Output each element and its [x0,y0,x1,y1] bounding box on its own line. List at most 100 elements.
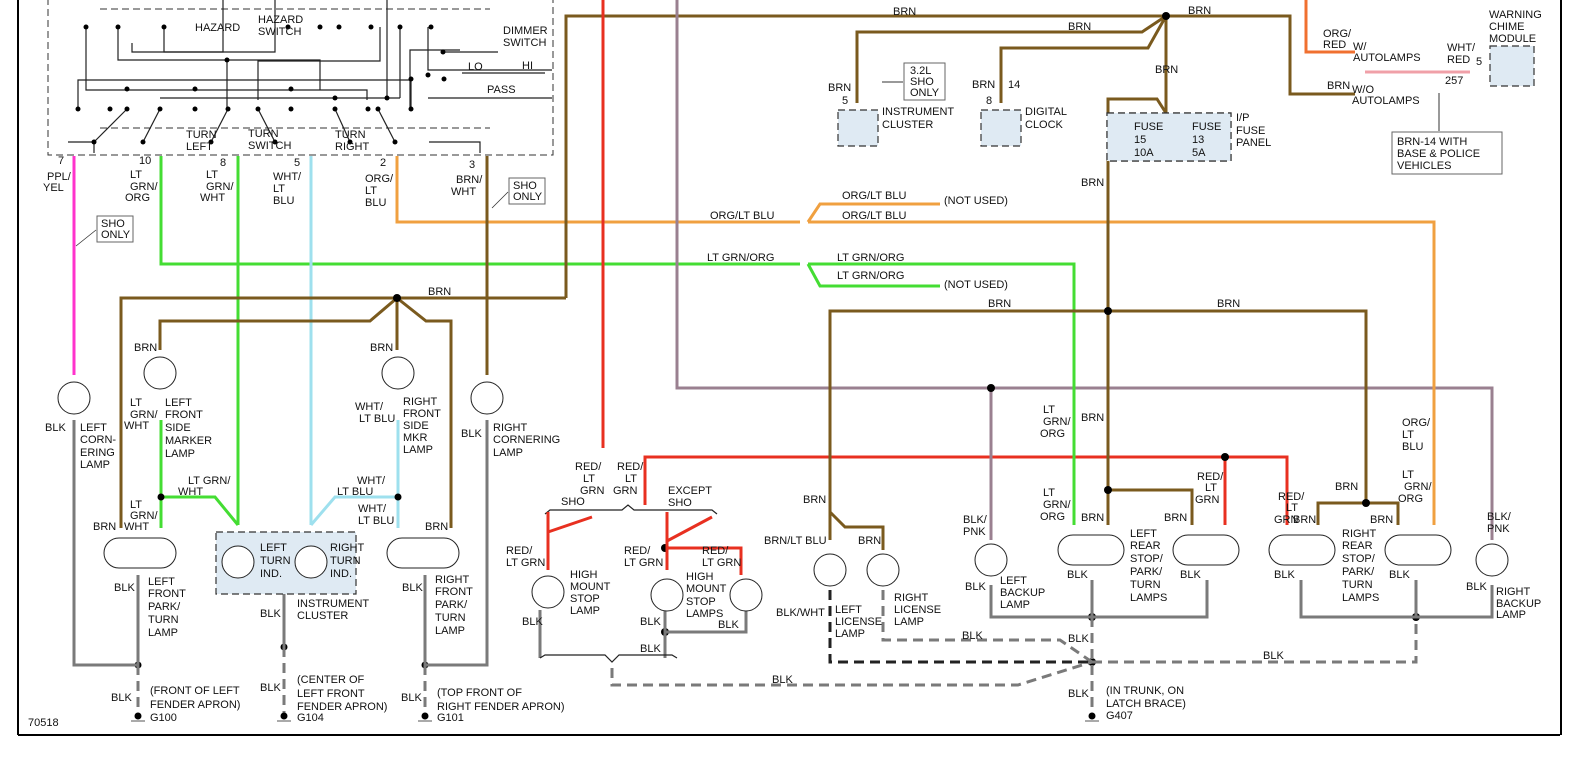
left-cornering-lamp: BLK LEFT CORN- ERING LAMP [45,381,116,471]
instrument-cluster-turn-indicators: LEFT TURN IND. RIGHT TURN IND. INSTRUMEN… [215,531,369,622]
note-sho-only-left: SHO ONLY [75,215,134,247]
label: 8 [986,95,992,107]
label: CHIME [1489,21,1524,33]
label: RED [1447,54,1470,66]
label: LT [1043,487,1055,499]
right-cornering-lamp: BLK RIGHT CORNERING LAMP [461,381,560,459]
label: GRN/ [1404,481,1432,493]
pin-2-wire-1: ORG/ [365,173,394,185]
right-rear-stop-park-turn-lamps: RED/ LT GRN BRN BRN BRN ORG/ LT BLU LT G… [1268,417,1452,604]
turn-switch-label-2: SWITCH [248,140,291,152]
label: TURN [330,555,361,567]
label: LT [130,499,142,511]
pin-7-wire-1: PPL/ [47,171,72,183]
pin-5-wire-2: LT [273,183,285,195]
left-front-side-marker-lamp: BRN LT GRN/ WHT LEFT FRONT SIDE MARKER L… [124,342,212,460]
label: BACKUP [1496,598,1541,610]
label: ORG/ [1323,28,1352,40]
label: ORG/LT BLU [842,210,906,222]
turn-right-label-1: TURN [335,129,366,141]
label: RED/ [702,545,729,557]
label: I/P [1236,112,1249,124]
label: BLK [965,581,986,593]
label: EXCEPT [668,485,712,497]
wire-brn-left-rear [1108,488,1194,525]
label: BLK [772,674,793,686]
label: STOP [570,593,600,605]
wire-brn-front-left [119,296,566,528]
label: BRN [1370,514,1393,526]
high-mount-stop-lamps: RED/ LT GRN RED/ LT GRN SHO EXCEPT SHO R… [506,461,763,655]
label: PARK/ [435,599,468,611]
label: BLK/ [1487,511,1512,523]
right-front-side-marker-lamp: BRN WHT/ LT BLU RIGHT FRONT SIDE MKR LAM… [355,342,441,456]
wire-lt-grn-org [159,156,800,266]
label: BRN [828,82,851,94]
note-sho-only-right: SHO ONLY [491,177,546,209]
ground-id: G407 [1106,710,1133,722]
label: INSTRUMENT [297,598,369,610]
ground-g104: BLK (CENTER OF LEFT FRONT FENDER APRON) … [260,674,387,724]
label: RIGHT [894,592,929,604]
label: RED/ [617,461,644,473]
label: BLK/WHT [776,607,825,619]
hazard-switch-label-2: SWITCH [258,26,301,38]
label: FRONT [148,588,186,600]
label: LAMP [570,605,600,617]
note-text: SHO [513,180,537,192]
label: ORG/ [1402,417,1431,429]
label: LAMP [165,448,195,460]
wire-lt-grn-org-rear [808,262,1076,525]
label: LAMPS [686,608,723,620]
label: WHT [178,486,203,498]
wire-org-red [1304,0,1355,54]
ground-g100: BLK (FRONT OF LEFT FENDER APRON) G100 [111,685,240,724]
label: BLK [1068,633,1089,645]
wire-brn-clock [999,15,1168,103]
label: MARKER [165,435,212,447]
label: FRONT [403,408,441,420]
label: BLK/ [963,514,988,526]
label: BRN [370,342,393,354]
wire-wht-lt-blu-branch [309,495,398,526]
note-text: SHO [101,218,125,230]
wire-brn-main [564,14,1166,298]
label: 15 [1134,134,1146,146]
label: SHO [668,497,692,509]
label: FENDER APRON) [297,701,387,713]
label: (CENTER OF [297,674,365,686]
label: BRN [893,6,916,18]
label: RED/ [624,545,651,557]
label: WHT/ [358,503,387,515]
wire-labels: BRN BRN BRN BRN ORG/LT BLU ORG/LT BLU OR… [428,5,1240,310]
note-text: VEHICLES [1397,160,1451,172]
label: RIGHT [403,396,438,408]
rear-ground-labels: BLK BLK BLK BLK BLK [772,630,1284,700]
label: 5 [842,95,848,107]
label: LAMP [148,627,178,639]
label: AUTOLAMPS [1353,52,1421,64]
label: RIGHT [493,422,528,434]
label: LT GRN/ORG [707,252,774,264]
label: TURN [260,555,291,567]
label: CORN- [80,434,116,446]
label: 14 [1008,79,1020,91]
label: LT [1043,404,1055,416]
label: GRN [1274,514,1299,526]
right-backup-lamp: BLK/ PNK BLK RIGHT BACKUP LAMP [1466,511,1541,621]
label: STOP [686,596,716,608]
label: TURN [435,612,466,624]
label: WHT/ [355,401,384,413]
label: BRN [1068,21,1091,33]
label: LAMP [493,447,523,459]
label: RIGHT [435,574,470,586]
ground-wires [72,420,1494,715]
label: BRN [1293,514,1316,526]
pin-10: 10 [139,155,151,167]
note-text: SHO [910,76,934,88]
label: LT BLU [358,515,394,527]
label: BLK [45,422,66,434]
hazard-label: HAZARD [195,22,240,34]
turn-right-label-2: RIGHT [335,141,370,153]
